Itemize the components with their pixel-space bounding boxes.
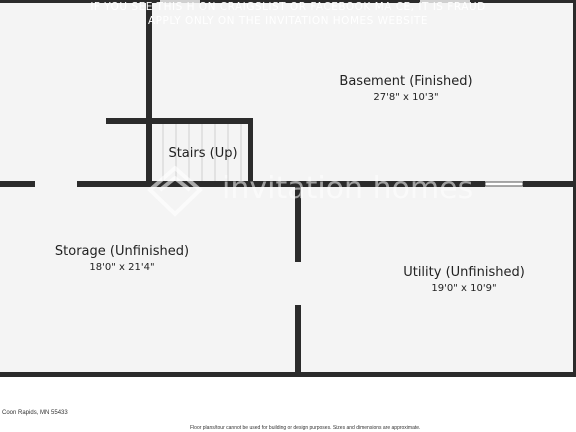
invitation-homes-logo-icon: [147, 165, 203, 217]
watermark-line2: APPLY ONLY ON THE INVITATION HOMES WEBSI…: [148, 15, 428, 27]
room-basement-dims: 27'8" x 10'3": [373, 92, 438, 103]
watermark-brand: invitation homes: [222, 171, 473, 206]
window-top-1: [160, 0, 200, 3]
wall-stair-left: [146, 0, 152, 186]
window-top-2: [420, 0, 470, 3]
wall-top-left: [0, 0, 160, 3]
wall-divider-lower: [295, 305, 301, 376]
wall-divider-upper: [295, 187, 301, 262]
wall-mid-3: [523, 181, 576, 187]
room-stairs-name: Stairs (Up): [168, 146, 237, 161]
wall-right: [573, 0, 576, 376]
room-utility: Utility (Unfinished) 19'0" x 10'9": [403, 265, 525, 294]
room-utility-name: Utility (Unfinished): [403, 265, 525, 280]
footer-disclaimer: Floor plans/tour cannot be used for buil…: [190, 425, 421, 431]
wall-stair-right: [248, 118, 253, 186]
wall-top-mid: [200, 0, 420, 3]
wall-mid-2: [77, 181, 485, 187]
footer-address: Coon Rapids, MN 55433: [2, 410, 68, 416]
wall-top-right: [470, 0, 576, 3]
window-mid: [484, 181, 524, 187]
room-basement: Basement (Finished) 27'8" x 10'3": [339, 74, 472, 103]
room-utility-dims: 19'0" x 10'9": [431, 283, 496, 294]
room-stairs: Stairs (Up): [168, 146, 237, 161]
watermark-line1: IF YOU SEE THIS H ON CRAIGSLIST OR FACEB…: [90, 1, 485, 13]
room-storage-dims: 18'0" x 21'4": [89, 262, 154, 273]
wall-bottom: [0, 372, 576, 377]
wall-stair-top: [106, 118, 252, 124]
room-storage-name: Storage (Unfinished): [55, 244, 189, 259]
room-basement-name: Basement (Finished): [339, 74, 472, 89]
watermark: IF YOU SEE THIS H ON CRAIGSLIST OR FACEB…: [90, 1, 485, 217]
wall-mid-1: [0, 181, 35, 187]
stairs-treads: [162, 123, 242, 183]
walls: [0, 0, 576, 377]
floor-area: [0, 0, 576, 376]
room-storage: Storage (Unfinished) 18'0" x 21'4": [55, 244, 189, 273]
